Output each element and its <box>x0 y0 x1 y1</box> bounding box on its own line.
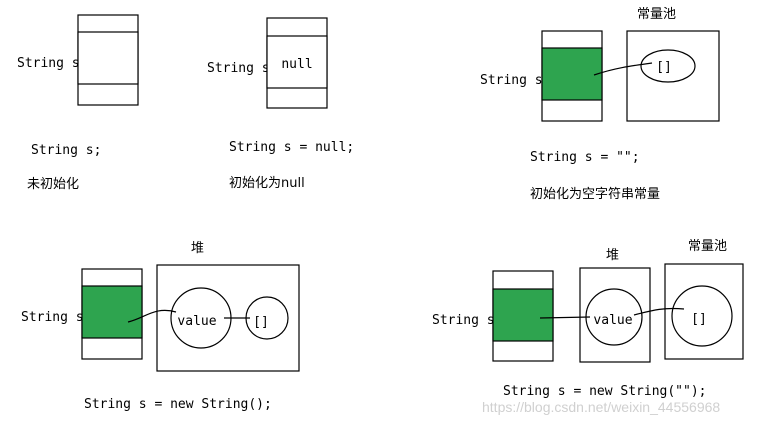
panel-uninitialized: String s String s; 未初始化 <box>17 14 139 192</box>
p3-empty-string-object <box>640 49 696 83</box>
p5-reference-arrow <box>539 316 591 319</box>
p1-stack-cell <box>77 31 139 85</box>
p5-heap-title: 堆 <box>606 248 619 263</box>
panel-null: String s null String s = null; 初始化为null <box>207 17 354 191</box>
panel-empty-string: String s 常量池 [] String s = ""; 初始化为空字符串常… <box>480 7 720 202</box>
p4-array-label: [] <box>253 315 269 330</box>
p3-reference-cell <box>541 47 603 101</box>
p2-var-label: String s <box>207 61 270 76</box>
p3-pool-value: [] <box>656 60 672 75</box>
panel-new-string: String s 堆 value [] String s = new Strin… <box>21 241 300 412</box>
p3-code: String s = ""; <box>530 150 640 165</box>
p3-pool-title: 常量池 <box>637 7 676 22</box>
p4-heap-title: 堆 <box>191 241 204 256</box>
p5-value-link <box>633 307 685 316</box>
p5-value-label: value <box>593 313 632 328</box>
p5-empty-string-object <box>671 285 733 347</box>
p4-code: String s = new String(); <box>84 397 272 412</box>
p2-null-value: null <box>281 57 312 72</box>
panel-new-string-literal: String s 堆 value 常量池 [] String s = new S… <box>432 239 744 399</box>
p2-code: String s = null; <box>229 140 354 155</box>
p3-reference-arrow <box>593 62 653 76</box>
p4-var-label: String s <box>21 310 84 325</box>
p4-reference-arrow <box>127 309 177 323</box>
p5-array-label: [] <box>691 312 707 327</box>
p4-value-label: value <box>177 314 216 329</box>
p5-code: String s = new String(""); <box>503 384 707 399</box>
p1-code: String s; <box>31 143 101 158</box>
p1-var-label: String s <box>17 56 80 71</box>
p2-caption: 初始化为null <box>229 176 305 191</box>
p2-stack-cell <box>266 35 328 89</box>
watermark-text: https://blog.csdn.net/weixin_44556968 <box>482 399 720 415</box>
p5-pool-title: 常量池 <box>688 239 727 254</box>
p5-reference-cell <box>492 288 554 342</box>
p3-var-label: String s <box>480 73 543 88</box>
p1-caption: 未初始化 <box>27 177 79 192</box>
p3-caption: 初始化为空字符串常量 <box>530 186 660 202</box>
p5-var-label: String s <box>432 313 495 328</box>
p4-reference-cell <box>81 285 143 339</box>
